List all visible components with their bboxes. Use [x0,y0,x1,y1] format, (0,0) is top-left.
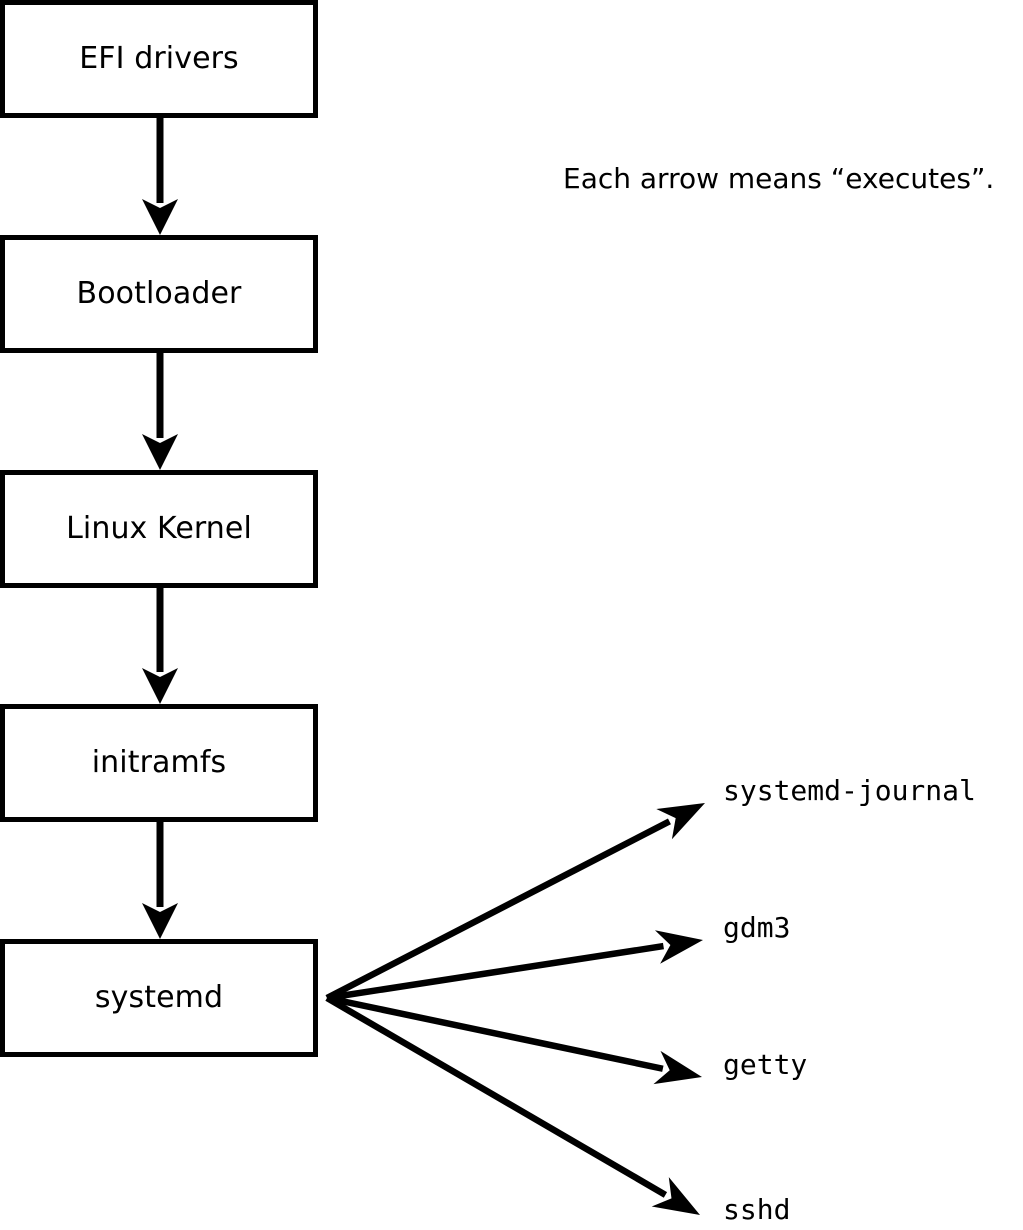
arrow-legend-note: Each arrow means “executes”. [563,162,995,195]
arrow-head-systemd-to-gdm3 [654,930,703,964]
service-label-systemd-journal: systemd-journal [723,774,976,807]
node-label-linux-kernel: Linux Kernel [66,511,252,546]
service-label-gdm3: gdm3 [723,911,791,944]
node-label-initramfs: initramfs [91,745,227,780]
node-label-efi-drivers: EFI drivers [79,41,239,76]
arrow-line-systemd-to-getty [326,994,664,1072]
node-systemd: systemd [0,939,318,1057]
arrow-head-systemd-to-getty [653,1050,702,1085]
arrow-head-initramfs-to-systemd [142,903,178,939]
node-linux-kernel: Linux Kernel [0,470,318,588]
node-efi-drivers: EFI drivers [0,0,318,118]
node-initramfs: initramfs [0,704,318,822]
arrow-line-systemd-to-sshd [325,995,668,1198]
node-bootloader: Bootloader [0,235,318,353]
node-label-bootloader: Bootloader [76,276,242,311]
arrow-head-systemd-to-sshd [651,1177,700,1215]
fanout-arrow-group [325,803,705,1215]
arrow-head-systemd-to-systemd-journal [656,803,705,840]
arrow-head-bootloader-to-linux-kernel [142,434,178,470]
service-label-getty: getty [723,1048,808,1081]
arrow-line-systemd-to-systemd-journal [325,818,671,1001]
node-label-systemd: systemd [94,980,224,1015]
arrow-line-systemd-to-gdm3 [326,942,664,1002]
arrow-head-linux-kernel-to-initramfs [142,668,178,704]
service-label-sshd: sshd [723,1193,791,1226]
arrow-head-efi-drivers-to-bootloader [142,199,178,235]
